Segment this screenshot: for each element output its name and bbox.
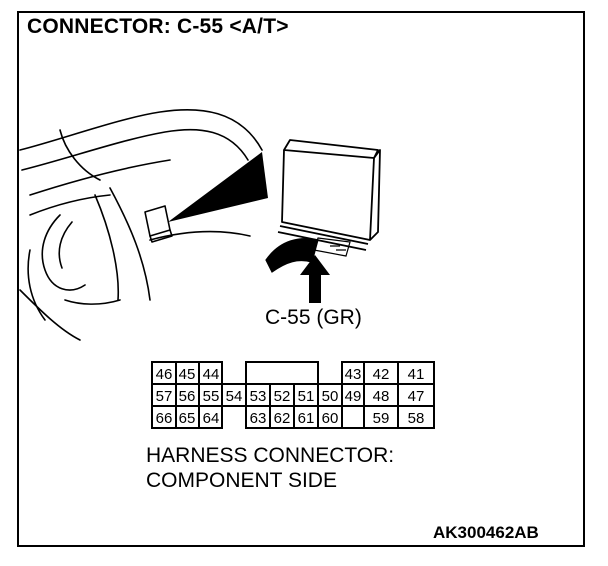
pin-45: 45 <box>179 366 196 383</box>
harness-caption-line2: COMPONENT SIDE <box>146 469 337 492</box>
pin-51: 51 <box>298 388 315 405</box>
pin-56: 56 <box>179 388 196 405</box>
pin-42: 42 <box>373 366 390 383</box>
pin-41: 41 <box>408 366 425 383</box>
pin-65: 65 <box>179 410 196 427</box>
pin-62: 62 <box>274 410 291 427</box>
harness-caption-line1: HARNESS CONNECTOR: <box>146 444 395 467</box>
pin-53: 53 <box>250 388 267 405</box>
pin-43: 43 <box>345 366 362 383</box>
pin-57: 57 <box>156 388 173 405</box>
connector-label: C-55 (GR) <box>265 306 362 329</box>
pin-63: 63 <box>250 410 267 427</box>
pin-66: 66 <box>156 410 173 427</box>
pin-44: 44 <box>203 366 220 383</box>
pin-64: 64 <box>203 410 220 427</box>
reference-code: AK300462AB <box>433 523 539 542</box>
pin-48: 48 <box>373 388 390 405</box>
pin-52: 52 <box>274 388 291 405</box>
pin-50: 50 <box>322 388 339 405</box>
pin-61: 61 <box>298 410 315 427</box>
diagram-frame <box>17 11 585 547</box>
pin-47: 47 <box>408 388 425 405</box>
pin-59: 59 <box>373 410 390 427</box>
pin-58: 58 <box>408 410 425 427</box>
pin-54: 54 <box>226 388 243 405</box>
pin-60: 60 <box>322 410 339 427</box>
diagram-title: CONNECTOR: C-55 <A/T> <box>27 15 289 38</box>
pin-46: 46 <box>156 366 173 383</box>
pin-49: 49 <box>345 388 362 405</box>
pin-55: 55 <box>203 388 220 405</box>
